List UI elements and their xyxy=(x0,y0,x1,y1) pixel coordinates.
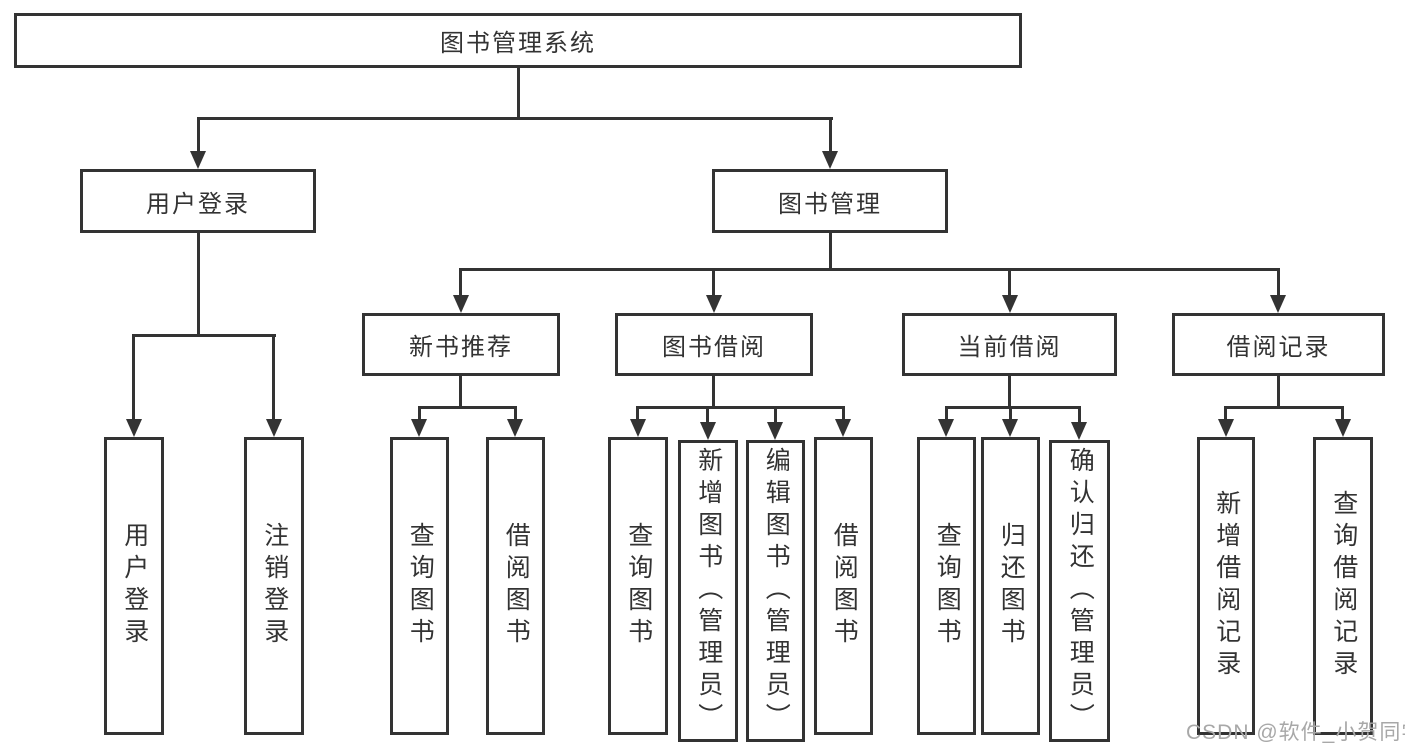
node-new-book-recommend: 新书推荐 xyxy=(362,313,560,376)
connector-line xyxy=(132,334,276,337)
node-root-label: 图书管理系统 xyxy=(440,30,596,57)
connector-line xyxy=(197,233,200,336)
csdn-watermark: CSDN @软件_小贺同学 xyxy=(1186,721,1405,744)
connector-line xyxy=(1224,406,1227,422)
leaf-label: 查询图书 xyxy=(624,522,653,650)
connector-line xyxy=(418,406,517,409)
arrow-down-icon xyxy=(453,295,469,313)
leaf-label: 用户登录 xyxy=(120,522,149,650)
arrow-down-icon xyxy=(1218,419,1234,437)
connector-line xyxy=(636,406,639,422)
leaf-label: 注销登录 xyxy=(260,522,289,650)
arrow-down-icon xyxy=(706,295,722,313)
leaf-query-book-current: 查询图书 xyxy=(917,437,976,735)
connector-line xyxy=(272,334,275,420)
connector-line xyxy=(1277,268,1280,298)
arrow-down-icon xyxy=(1002,419,1018,437)
arrow-down-icon xyxy=(1071,422,1087,440)
leaf-query-book-recommend: 查询图书 xyxy=(390,437,449,735)
connector-line xyxy=(945,406,1081,409)
connector-line xyxy=(197,117,833,120)
connector-line xyxy=(197,117,200,153)
connector-line xyxy=(842,406,845,422)
connector-line xyxy=(712,268,715,298)
arrow-down-icon xyxy=(822,151,838,169)
node-current-borrow: 当前借阅 xyxy=(902,313,1117,376)
connector-line xyxy=(774,406,777,425)
connector-line xyxy=(459,268,462,298)
connector-line xyxy=(1341,406,1344,422)
connector-line xyxy=(132,334,135,420)
leaf-label: 新增借阅记录 xyxy=(1212,490,1241,682)
arrow-down-icon xyxy=(835,419,851,437)
leaf-label: 查询借阅记录 xyxy=(1329,490,1358,682)
connector-line xyxy=(514,406,517,422)
connector-line xyxy=(1078,406,1081,425)
connector-line xyxy=(712,376,715,409)
connector-line xyxy=(1008,376,1011,409)
leaf-label: 借阅图书 xyxy=(502,522,531,650)
connector-line xyxy=(1008,268,1011,298)
leaf-label: 借阅图书 xyxy=(830,522,859,650)
node-book-management: 图书管理 xyxy=(712,169,948,233)
arrow-down-icon xyxy=(411,419,427,437)
node-book-borrow: 图书借阅 xyxy=(615,313,813,376)
node-root-system: 图书管理系统 xyxy=(14,13,1022,68)
arrow-down-icon xyxy=(938,419,954,437)
leaf-add-borrow-record: 新增借阅记录 xyxy=(1197,437,1255,735)
arrow-down-icon xyxy=(1002,295,1018,313)
leaf-borrow-book-recommend: 借阅图书 xyxy=(486,437,545,735)
arrow-down-icon xyxy=(266,419,282,437)
arrow-down-icon xyxy=(767,422,783,440)
arrow-down-icon xyxy=(630,419,646,437)
connector-line xyxy=(459,268,1280,271)
connector-line xyxy=(636,406,845,409)
leaf-label: 查询图书 xyxy=(933,522,962,650)
connector-line xyxy=(459,376,462,409)
connector-line xyxy=(829,233,832,270)
node-user-login: 用户登录 xyxy=(80,169,316,233)
leaf-query-borrow-record: 查询借阅记录 xyxy=(1313,437,1373,735)
leaf-label: 编辑图书（管理员） xyxy=(762,447,791,735)
leaf-edit-book-admin: 编辑图书（管理员） xyxy=(746,440,805,742)
node-current-borrow-label: 当前借阅 xyxy=(957,334,1062,361)
leaf-label: 新增图书（管理员） xyxy=(694,447,723,735)
leaf-confirm-return-admin: 确认归还（管理员） xyxy=(1049,440,1110,742)
connector-line xyxy=(1224,406,1344,409)
arrow-down-icon xyxy=(1270,295,1286,313)
connector-line xyxy=(706,406,709,425)
connector-line xyxy=(945,406,948,422)
leaf-label: 确认归还（管理员） xyxy=(1066,447,1095,735)
arrow-down-icon xyxy=(507,419,523,437)
node-book-borrow-label: 图书借阅 xyxy=(662,334,766,361)
arrow-down-icon xyxy=(700,422,716,440)
leaf-add-book-admin: 新增图书（管理员） xyxy=(678,440,738,742)
connector-line xyxy=(418,406,421,422)
leaf-return-book: 归还图书 xyxy=(981,437,1040,735)
connector-line xyxy=(1009,406,1012,422)
leaf-label: 查询图书 xyxy=(406,522,435,650)
node-new-book-recommend-label: 新书推荐 xyxy=(409,334,513,361)
node-book-management-label: 图书管理 xyxy=(778,190,882,218)
arrow-down-icon xyxy=(190,151,206,169)
node-user-login-label: 用户登录 xyxy=(146,190,250,218)
leaf-borrow-book: 借阅图书 xyxy=(814,437,873,735)
node-borrow-record: 借阅记录 xyxy=(1172,313,1385,376)
leaf-query-book-borrow: 查询图书 xyxy=(608,437,668,735)
connector-line xyxy=(1277,376,1280,409)
leaf-label: 归还图书 xyxy=(997,522,1026,650)
arrow-down-icon xyxy=(1335,419,1351,437)
connector-line xyxy=(829,117,832,153)
connector-line xyxy=(517,68,520,119)
arrow-down-icon xyxy=(126,419,142,437)
leaf-logout: 注销登录 xyxy=(244,437,304,735)
node-borrow-record-label: 借阅记录 xyxy=(1226,334,1331,361)
leaf-user-login: 用户登录 xyxy=(104,437,164,735)
